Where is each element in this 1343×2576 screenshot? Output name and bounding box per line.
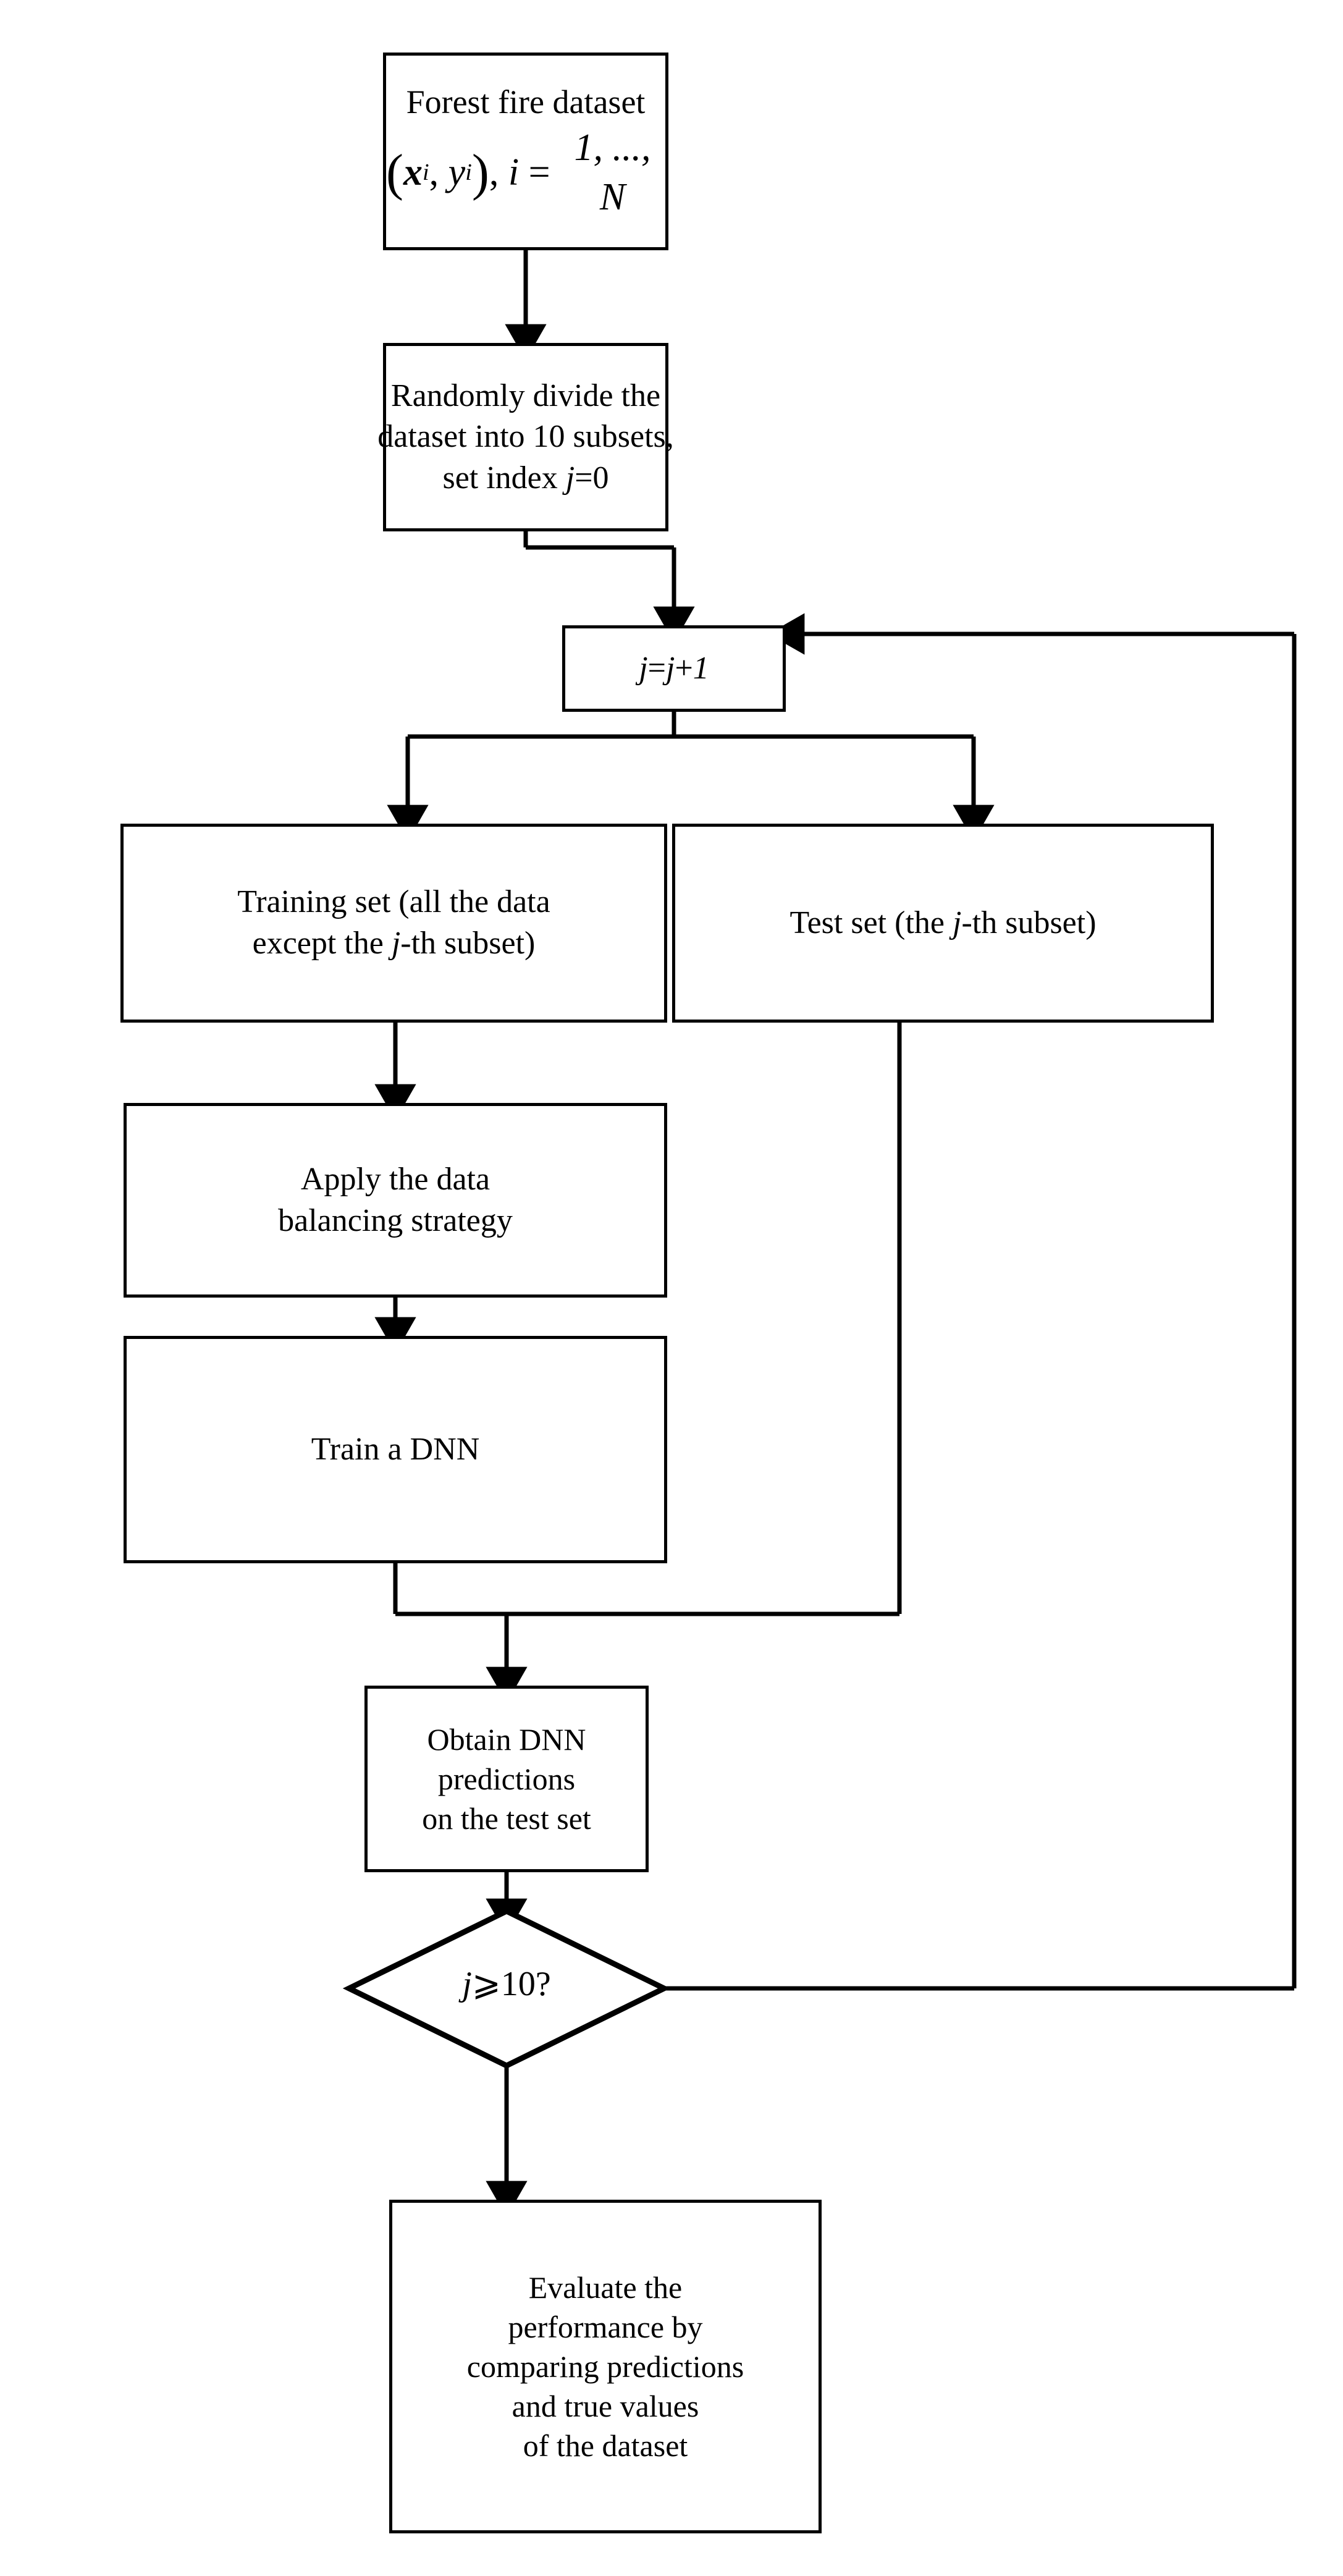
decision-question-mark: ?	[535, 1965, 551, 2003]
evaluate-line-2: performance by	[508, 2310, 703, 2344]
training-set-line-1: Training set (all the data	[237, 884, 550, 920]
equation-comma: ,	[429, 151, 439, 193]
node-decision-check[interactable]: j⩾10?	[349, 1964, 664, 2013]
equation-tail-comma: ,	[489, 151, 499, 193]
increment-var-left: j	[639, 650, 648, 686]
equation-open-paren: (	[386, 143, 403, 201]
divide-set-index-prefix: set index	[442, 460, 566, 496]
node-randomly-divide[interactable]: Randomly divide the dataset into 10 subs…	[377, 343, 674, 531]
divide-index-var: j	[565, 460, 575, 496]
balancing-line-1: Apply the data	[300, 1161, 490, 1197]
decision-var: j	[462, 1965, 472, 2003]
equation-var-x: x	[403, 151, 423, 193]
divide-line-2: dataset into 10 subsets,	[377, 419, 674, 455]
equation-sub-x: i	[422, 159, 429, 185]
node-training-set[interactable]: Training set (all the data except the j-…	[120, 824, 667, 1023]
equation-range: 1, ..., N	[574, 127, 651, 218]
increment-amount: 1	[693, 650, 709, 686]
node-data-balancing[interactable]: Apply the data balancing strategy	[124, 1103, 667, 1298]
evaluate-line-3: comparing predictions	[466, 2349, 744, 2384]
test-set-prefix: Test set (the	[789, 905, 953, 940]
test-set-index-var: j	[952, 905, 962, 940]
training-set-line-2: except the j-th subset)	[253, 923, 536, 965]
node-evaluate-performance[interactable]: Evaluate the performance by comparing pr…	[389, 2200, 822, 2533]
training-set-except-prefix: except the	[252, 926, 392, 961]
node-increment-index[interactable]: j=j+1	[562, 625, 786, 712]
divide-index-value: =0	[575, 460, 609, 496]
node-test-set[interactable]: Test set (the j-th subset)	[672, 824, 1214, 1023]
divide-line-1: Randomly divide the	[390, 378, 661, 413]
equation-equals: =	[528, 151, 550, 193]
predictions-line-3: on the test set	[422, 1801, 591, 1836]
equation-index-var: i	[508, 151, 520, 193]
evaluate-line-4: and true values	[512, 2389, 699, 2423]
dataset-title: Forest fire dataset	[406, 83, 646, 121]
node-train-dnn[interactable]: Train a DNN	[124, 1336, 667, 1563]
node-obtain-predictions[interactable]: Obtain DNN predictions on the test set	[364, 1686, 649, 1872]
training-set-except-suffix: -th subset)	[400, 926, 536, 961]
decision-label: j⩾10?	[349, 1964, 664, 2004]
training-set-index-var: j	[391, 926, 401, 961]
evaluate-line-1: Evaluate the	[528, 2270, 683, 2305]
train-dnn-label: Train a DNN	[311, 1431, 480, 1467]
equation-sub-y: i	[465, 159, 472, 185]
predictions-line-2: predictions	[437, 1762, 576, 1796]
decision-value: 10	[500, 1965, 536, 2003]
increment-plus: +	[675, 650, 693, 686]
test-set-suffix: -th subset)	[961, 905, 1097, 940]
balancing-line-2: balancing strategy	[278, 1202, 513, 1238]
increment-var-right: j	[666, 650, 675, 686]
predictions-line-1: Obtain DNN	[427, 1722, 586, 1757]
divide-line-3: set index j=0	[442, 458, 608, 499]
increment-expression: j=j+1	[639, 648, 709, 690]
decision-operator: ⩾	[471, 1965, 501, 2003]
equation-close-paren: )	[471, 143, 489, 201]
increment-equals: =	[647, 650, 666, 686]
equation-var-y: y	[448, 151, 466, 193]
evaluate-line-5: of the dataset	[523, 2428, 688, 2463]
test-set-line-1: Test set (the j-th subset)	[789, 903, 1096, 944]
